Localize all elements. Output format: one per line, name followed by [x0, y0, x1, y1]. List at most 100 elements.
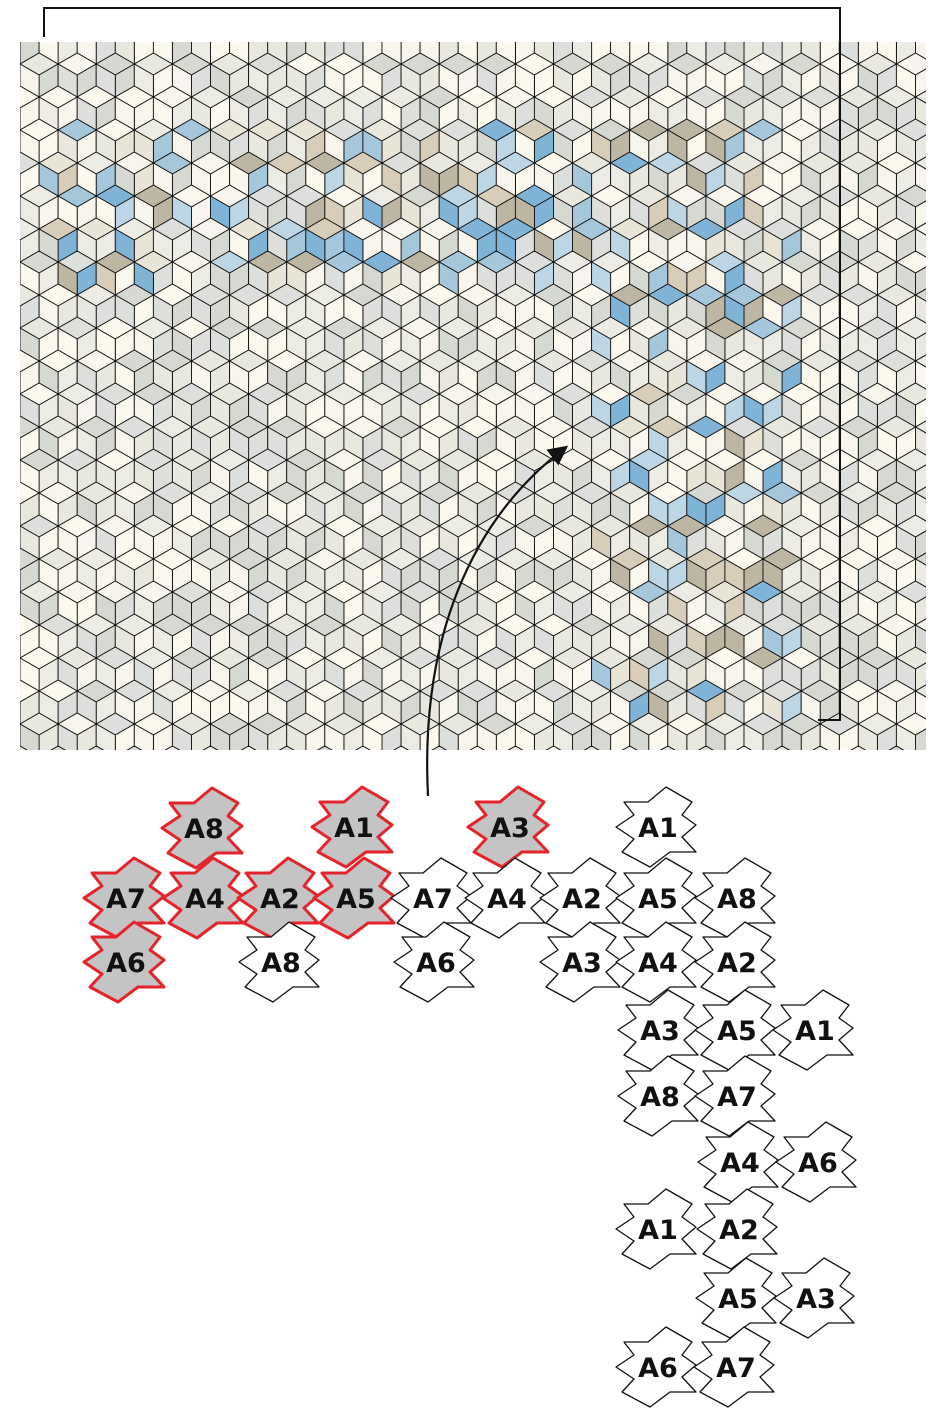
tile-outline	[464, 857, 546, 939]
rhombus-tile	[431, 745, 448, 750]
rhombus-tile	[20, 569, 21, 593]
highlighted-tile-outline	[466, 785, 550, 869]
tile-outline	[615, 786, 697, 868]
rhombus-tile	[20, 635, 21, 659]
rhombus-tile	[164, 745, 181, 750]
tile-label: A8	[184, 814, 224, 845]
tile-outline	[694, 1055, 776, 1137]
rhombus-tile	[628, 42, 631, 43]
rhombus-tile	[133, 42, 136, 43]
prototile: A4	[697, 1121, 779, 1203]
rhombus-tile	[115, 757, 134, 790]
prototile: A8	[160, 786, 244, 870]
prototile: A7	[82, 856, 166, 940]
tile-label: A7	[716, 1353, 756, 1384]
rhombus-tile	[888, 745, 905, 750]
tile-label: A7	[413, 884, 453, 915]
tile-outline	[693, 1326, 775, 1408]
tile-outline	[773, 1257, 855, 1339]
rhombus-tile	[209, 42, 212, 43]
tile-label: A2	[562, 884, 602, 915]
rhombus-tile	[96, 757, 115, 790]
rhombus-mosaic	[20, 20, 936, 790]
tile-outline	[775, 1121, 857, 1203]
rhombus-tile	[507, 745, 524, 750]
rhombus-tile	[782, 757, 801, 790]
tile-outline	[615, 921, 697, 1003]
prototile: A3	[773, 1257, 855, 1339]
rhombus-tile	[469, 745, 486, 750]
tile-outline	[539, 857, 621, 939]
tile-label: A5	[638, 884, 678, 915]
rhombus-tile	[534, 757, 553, 790]
prototile: A7	[693, 1326, 775, 1408]
rhombus-tile	[20, 503, 21, 527]
tile-outline	[695, 1257, 777, 1339]
rhombus-tile	[382, 757, 401, 790]
rhombus-tile	[496, 757, 515, 790]
tile-label: A6	[416, 948, 456, 979]
rhombus-tile	[477, 757, 496, 790]
rhombus-tile	[438, 42, 441, 43]
rhombus-tile	[476, 42, 479, 43]
rhombus-tile	[590, 42, 593, 43]
rhombus-tile	[20, 305, 21, 329]
rhombus-tile	[916, 20, 936, 42]
rhombus-tile	[819, 42, 822, 43]
rhombus-tile	[668, 757, 687, 790]
rhombus-tile	[172, 757, 191, 790]
rhombus-tile	[316, 745, 333, 750]
tile-outline	[238, 921, 320, 1003]
rhombus-tile	[393, 745, 409, 750]
rhombus-tile	[134, 757, 153, 790]
prototile: A1	[310, 785, 394, 869]
rhombus-tile	[58, 757, 77, 790]
rhombus-tile	[20, 701, 21, 725]
rhombus-tile	[801, 757, 820, 790]
rhombus-tile	[344, 757, 363, 790]
rhombus-tile	[545, 745, 562, 750]
tile-label: A5	[717, 1016, 757, 1047]
rhombus-tile	[687, 757, 706, 790]
rhombus-tile	[573, 757, 592, 790]
rhombus-tile	[20, 371, 21, 395]
rhombus-tile	[877, 757, 896, 790]
tile-label: A3	[640, 1016, 680, 1047]
tile-label: A2	[260, 884, 300, 915]
tile-outline	[617, 1055, 699, 1137]
highlighted-tile-outline	[82, 920, 166, 1004]
tile-label: A4	[638, 948, 678, 979]
prototile: A3	[466, 785, 550, 869]
prototile: A5	[694, 989, 776, 1071]
rhombus-tile	[211, 757, 230, 790]
rhombus-tile	[916, 757, 935, 790]
prototile: A6	[393, 921, 475, 1003]
rhombus-tile	[77, 757, 96, 790]
tile-outline	[615, 1326, 697, 1408]
curved-arrow-icon	[426, 445, 569, 797]
rhombus-tile	[278, 745, 295, 750]
rhombus-tile	[230, 757, 249, 790]
highlighted-tile-outline	[310, 785, 394, 869]
rhombus-tile	[202, 745, 219, 750]
prototile: A8	[617, 1055, 699, 1137]
rhombus-tile	[20, 42, 21, 43]
prototile: A2	[696, 1188, 778, 1270]
highlighted-tile-outline	[312, 856, 396, 940]
rhombus-tile	[915, 156, 926, 170]
rhombus-tile	[857, 42, 860, 43]
prototile: A4	[464, 857, 546, 939]
rhombus-tile	[153, 757, 172, 790]
rhombus-tile	[743, 42, 745, 43]
prototile: A7	[390, 857, 472, 939]
prototile: A5	[312, 856, 396, 940]
rhombus-tile	[249, 757, 268, 790]
rhombus-tile	[666, 42, 669, 43]
rhombus-tile	[126, 745, 143, 750]
tile-label: A2	[717, 948, 757, 979]
prototile: A5	[615, 857, 697, 939]
highlighted-tile-outline	[160, 786, 244, 870]
tile-label: A3	[796, 1284, 836, 1315]
rhombus-tile	[839, 757, 858, 790]
rhombus-tile	[20, 42, 21, 65]
